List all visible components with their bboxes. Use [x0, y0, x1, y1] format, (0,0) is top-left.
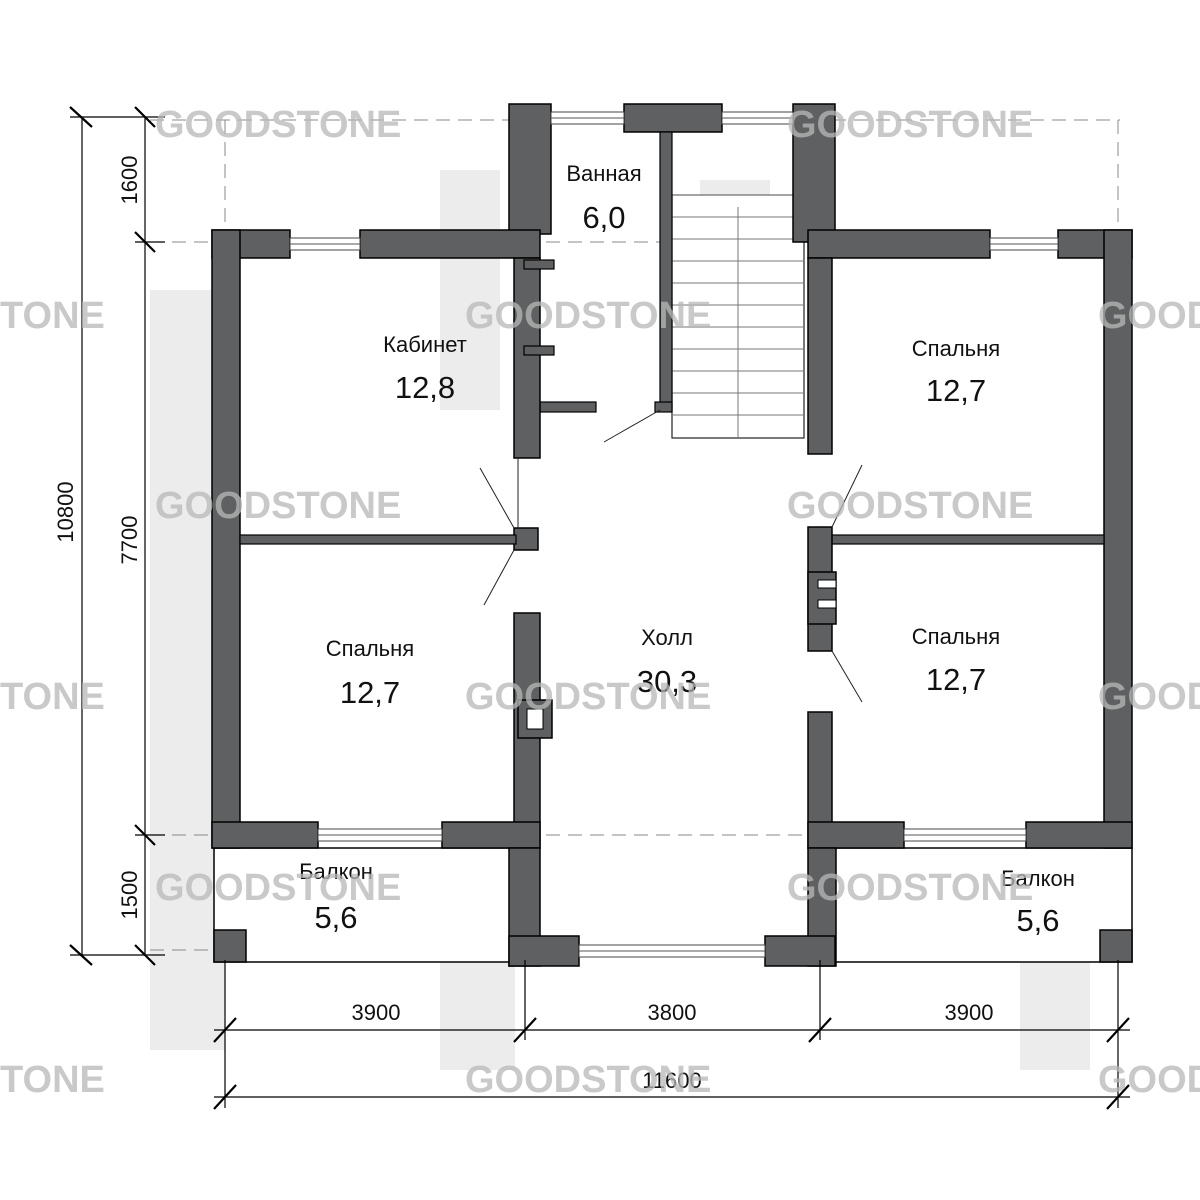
room-name-balcony-left: Балкон	[299, 859, 373, 884]
room-name-office: Кабинет	[383, 332, 467, 357]
wall-bath-bottom	[539, 401, 597, 413]
wall-bath-right	[659, 131, 673, 411]
wall-top-middle	[623, 103, 723, 133]
wall-left-pier	[513, 527, 539, 551]
room-labels: Ванная 6,0 Кабинет 12,8 Спальня 12,7 Спа…	[299, 161, 1075, 938]
room-name-hall: Холл	[641, 625, 693, 650]
balcony-post-right	[1099, 929, 1133, 963]
wall-south-right-b	[1025, 821, 1133, 849]
watermark: GOODSTONE	[155, 485, 401, 527]
wall-south-right-a	[807, 821, 905, 849]
wall-right-partition	[829, 534, 1105, 545]
wall-west	[211, 229, 241, 849]
dim-bottom-1: 3900	[352, 1000, 401, 1025]
room-area-bathroom: 6,0	[582, 200, 625, 235]
room-name-bathroom: Ванная	[566, 161, 641, 186]
dim-bottom-total: 11600	[642, 1068, 702, 1093]
walls	[211, 103, 1133, 967]
room-name-balcony-right: Балкон	[1001, 866, 1075, 891]
dim-bottom-2: 3800	[648, 1000, 697, 1025]
watermark-fragment-right: GOOD	[1098, 676, 1200, 718]
watermark: GOODSTONE	[787, 867, 1033, 909]
wall-right-interior-top	[807, 257, 833, 455]
wall-north-right-a	[807, 229, 991, 259]
wall-left-partition	[239, 534, 517, 545]
dim-left-total: 10800	[53, 481, 78, 542]
room-area-bedroom-sw: 12,7	[340, 675, 400, 710]
dim-left-3: 1500	[117, 871, 142, 920]
dim-bottom-3: 3900	[945, 1000, 994, 1025]
dim-left-2: 7700	[117, 516, 142, 565]
watermark: GOODSTONE	[787, 104, 1033, 146]
dimension-left	[69, 106, 165, 966]
dim-left-1: 1600	[117, 156, 142, 205]
dimension-labels: 3900 3800 3900 11600 1600 7700 1500 1080…	[53, 156, 993, 1093]
watermark-fragment-right: GOOD	[1098, 295, 1200, 337]
room-name-bedroom-sw: Спальня	[326, 636, 414, 661]
room-area-bedroom-se: 12,7	[926, 662, 986, 697]
room-area-balcony-left: 5,6	[314, 900, 357, 935]
watermark-fragment-left: TONE	[0, 295, 105, 337]
watermark: GOODSTONE	[465, 295, 711, 337]
balcony-post-left	[213, 929, 247, 963]
staircase	[671, 194, 805, 439]
watermark: GOODSTONE	[465, 1059, 711, 1101]
watermark-fragment-right: GOOD	[1098, 1059, 1200, 1101]
watermark: GOODSTONE	[787, 485, 1033, 527]
windows	[289, 111, 1059, 958]
room-area-balcony-right: 5,6	[1016, 903, 1059, 938]
chimney-block	[517, 699, 553, 739]
watermark: GOODSTONE	[465, 676, 711, 718]
room-name-bedroom-se: Спальня	[912, 624, 1000, 649]
room-area-bedroom-ne: 12,7	[926, 373, 986, 408]
wall-top-right	[792, 103, 836, 243]
room-name-bedroom-ne: Спальня	[912, 336, 1000, 361]
wall-north-left-b	[359, 229, 541, 259]
watermarks: GOODSTONE GOODSTONE GOODSTONE GOODSTONE …	[0, 104, 1200, 1101]
watermark-fragment-left: TONE	[0, 676, 105, 718]
wall-bath-left-top	[508, 103, 552, 235]
wall-south-left-a	[211, 821, 319, 849]
room-area-office: 12,8	[395, 370, 455, 405]
doors	[479, 409, 863, 703]
wall-south-left-b	[441, 821, 541, 849]
room-area-hall: 30,3	[637, 664, 697, 699]
watermark: GOODSTONE	[155, 104, 401, 146]
dimension-bottom	[213, 960, 1130, 1110]
balconies	[213, 847, 1133, 963]
wall-left-interior-top	[513, 257, 541, 459]
watermark-fragment-left: TONE	[0, 1059, 105, 1101]
watermark: GOODSTONE	[155, 867, 401, 909]
